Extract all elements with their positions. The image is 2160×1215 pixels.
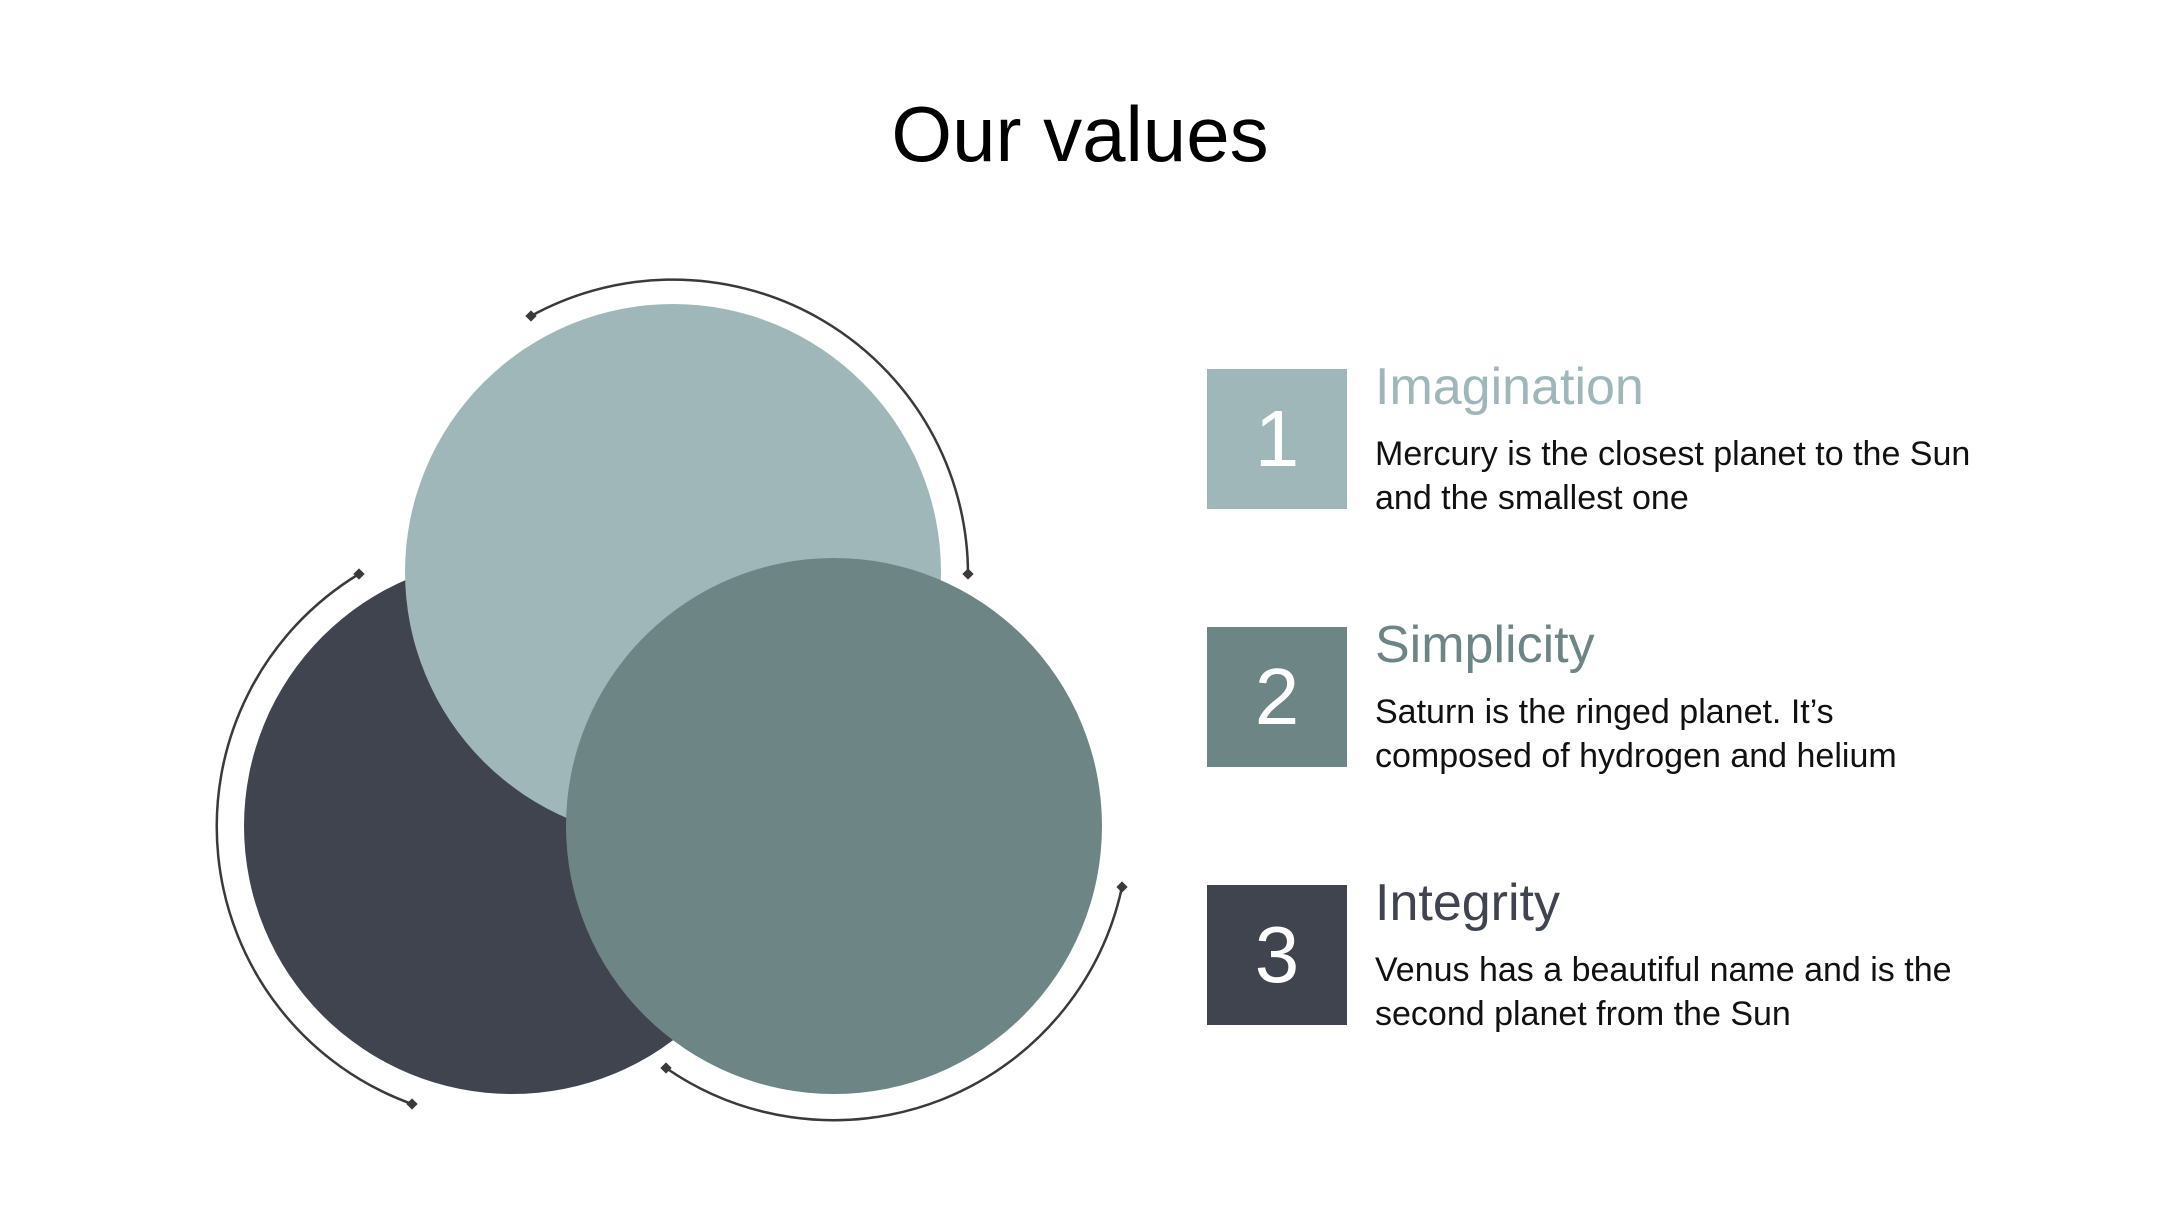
value-item-imagination: 1 Imagination Mercury is the closest pla… [1207, 358, 2007, 517]
value-item-simplicity: 2 Simplicity Saturn is the ringed planet… [1207, 616, 2007, 775]
number-badge: 3 [1207, 885, 1347, 1025]
value-description: Saturn is the ringed planet. It’s compos… [1375, 693, 1897, 775]
value-heading: Imagination [1375, 358, 1644, 416]
arc-integrity [215, 572, 413, 1106]
value-heading: Simplicity [1375, 616, 1595, 674]
value-description: Venus has a beautiful name and is the se… [1375, 951, 1952, 1033]
number-badge: 1 [1207, 369, 1347, 509]
value-heading: Integrity [1375, 874, 1560, 932]
value-description: Mercury is the closest planet to the Sun… [1375, 435, 1971, 517]
value-item-integrity: 3 Integrity Venus has a beautiful name a… [1207, 874, 2007, 1033]
venn-diagram [215, 278, 1128, 1122]
circle-simplicity [566, 558, 1102, 1094]
arc-end-marker [1116, 881, 1128, 893]
arc-end-marker [353, 568, 365, 580]
arc-end-marker [525, 310, 537, 322]
arc-imagination [530, 278, 970, 575]
arc-end-marker [660, 1062, 672, 1074]
arc-end-marker [406, 1098, 418, 1110]
number-badge: 2 [1207, 627, 1347, 767]
arc-simplicity [665, 886, 1124, 1122]
arc-end-marker [962, 568, 974, 580]
slide-title: Our values [891, 90, 1269, 178]
